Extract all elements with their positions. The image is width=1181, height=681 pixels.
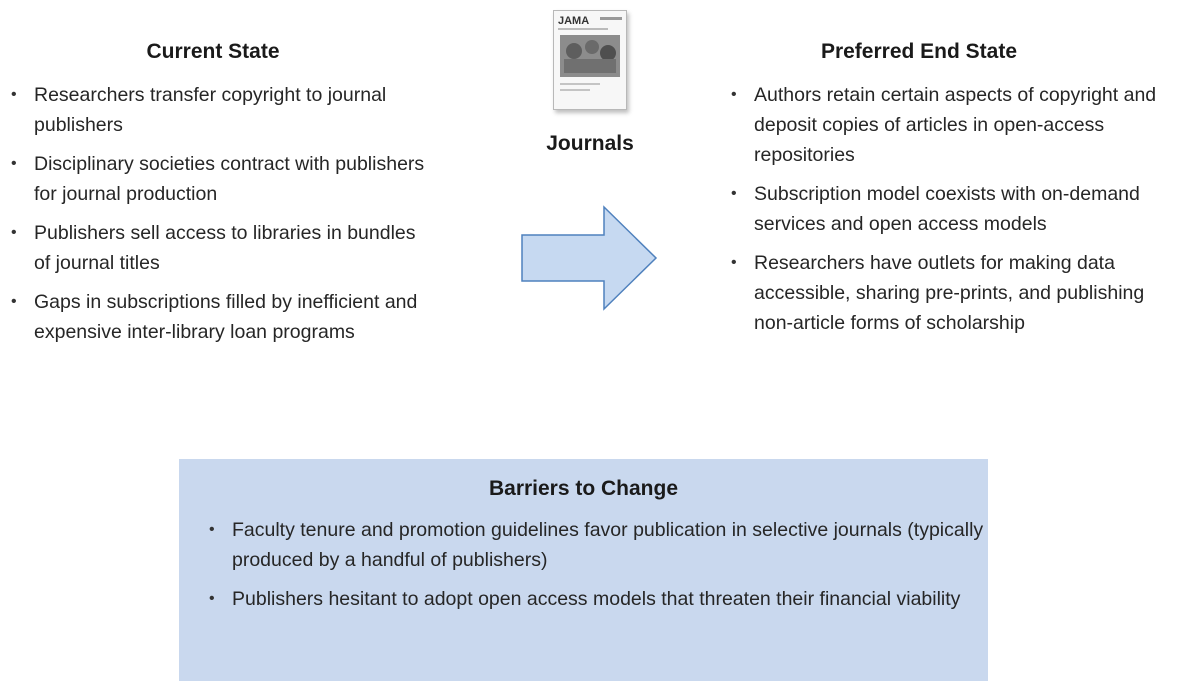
current-state-title: Current State [146, 40, 280, 63]
list-item: • Authors retain certain aspects of copyr… [728, 80, 1180, 170]
bullet-icon: • [11, 293, 17, 310]
current-state-column: Current State • Researchers transfer copy… [8, 40, 428, 356]
bullet-icon: • [731, 254, 737, 271]
list-item: • Researchers have outlets for making dat… [728, 248, 1180, 338]
journal-cover-title: JAMA [558, 15, 589, 27]
list-item-text: Authors retain certain aspects of copyri… [754, 84, 1157, 166]
bullet-icon: • [209, 590, 215, 607]
bullet-icon: • [209, 521, 215, 538]
list-item-text: Gaps in subscriptions filled by ineffici… [34, 291, 418, 343]
barriers-list: • Faculty tenure and promotion guidelines… [179, 515, 988, 614]
bullet-icon: • [11, 224, 17, 241]
barriers-to-change-box: Barriers to Change • Faculty tenure and p… [179, 459, 988, 681]
list-item: • Faculty tenure and promotion guidelines… [206, 515, 988, 575]
list-item: • Publishers sell access to libraries in … [8, 218, 428, 278]
list-item-text: Publishers sell access to libraries in b… [34, 222, 416, 274]
journal-cover-icon: JAMA [554, 11, 626, 109]
list-item-text: Subscription model coexists with on-dema… [754, 183, 1140, 235]
list-item: • Subscription model coexists with on-dem… [728, 179, 1180, 239]
preferred-end-state-list: • Authors retain certain aspects of copyr… [728, 80, 1180, 338]
journal-graphic: JAMA Journals [520, 10, 660, 156]
list-item-text: Faculty tenure and promotion guidelines … [232, 519, 984, 571]
bullet-icon: • [11, 155, 17, 172]
list-item: • Gaps in subscriptions filled by ineffic… [8, 287, 428, 347]
list-item: • Publishers hesitant to adopt open acces… [206, 584, 988, 614]
barriers-title: Barriers to Change [488, 477, 679, 500]
list-item-text: Disciplinary societies contract with pub… [34, 153, 425, 205]
bullet-icon: • [731, 86, 737, 103]
preferred-end-state-column: Preferred End State • Authors retain cert… [728, 40, 1180, 347]
list-item-text: Researchers transfer copyright to journa… [34, 84, 387, 136]
bullet-icon: • [11, 86, 17, 103]
list-item-text: Researchers have outlets for making data… [754, 252, 1145, 334]
journal-cover-image: JAMA [553, 10, 627, 110]
bullet-icon: • [731, 185, 737, 202]
preferred-end-state-title: Preferred End State [820, 40, 1018, 63]
list-item-text: Publishers hesitant to adopt open access… [232, 588, 961, 610]
journals-label: Journals [546, 132, 634, 155]
list-item: • Researchers transfer copyright to journ… [8, 80, 428, 140]
current-state-list: • Researchers transfer copyright to journ… [8, 80, 428, 347]
right-arrow-icon [521, 205, 658, 311]
list-item: • Disciplinary societies contract with pu… [8, 149, 428, 209]
